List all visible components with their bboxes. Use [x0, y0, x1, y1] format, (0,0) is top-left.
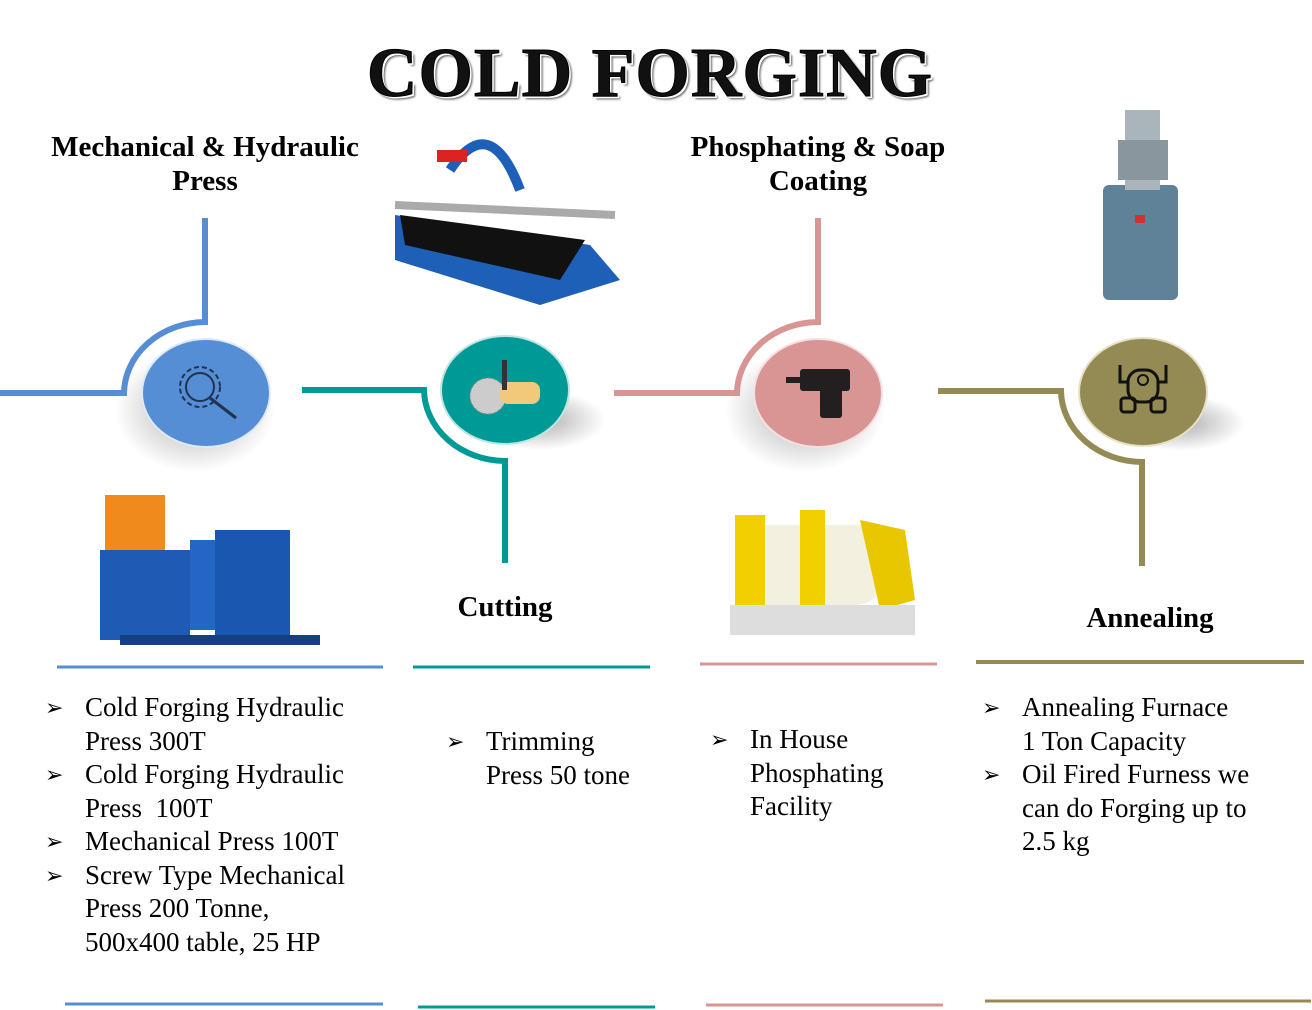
heading-line: Mechanical & Hydraulic: [51, 131, 359, 163]
item-text: Press 100T: [85, 792, 213, 823]
arrow-bullet-icon: ➢: [45, 862, 64, 888]
heading-line: Press: [172, 165, 238, 197]
tile-cutter-image: [394, 139, 620, 305]
annealing-connector: [938, 388, 1145, 566]
item-text: Press 50 tone: [486, 759, 630, 790]
item-text: Facility: [750, 791, 833, 821]
arrow-bullet-icon: ➢: [982, 762, 1001, 787]
item-text: Press 200 Tonne,: [85, 893, 270, 923]
page-title: COLD FORGING: [366, 35, 934, 113]
item-text: can do Forging up to: [1022, 792, 1247, 823]
hydraulic-press-image: [100, 495, 320, 645]
item-text: 2.5 kg: [1022, 826, 1090, 856]
robot-icon: [1078, 337, 1208, 447]
saw-cutter-icon: [440, 335, 570, 445]
item-text: Cold Forging Hydraulic: [85, 692, 344, 722]
item-text: Press 300T: [85, 725, 206, 756]
annealing-furnace-image: [1103, 110, 1178, 300]
arrow-bullet-icon: ➢: [446, 729, 465, 754]
item-text: Cold Forging Hydraulic: [85, 759, 344, 789]
gear-search-icon: [141, 338, 271, 448]
list-item: ➢ Mechanical Press 100T: [45, 825, 385, 859]
arrow-bullet-icon: ➢: [45, 829, 64, 854]
item-text: Annealing Furnace: [1022, 692, 1229, 722]
item-text: Screw Type Mechanical: [85, 859, 346, 890]
item-text: Oil Fired Furness we: [1022, 759, 1250, 789]
heading-line: Coating: [768, 165, 868, 197]
item-text: Trimming: [486, 726, 595, 756]
item-text: Mechanical Press 100T: [85, 826, 339, 856]
phosphating-heading: Phosphating & Soap Coating: [660, 130, 976, 198]
item-text: 500x400 table, 25 HP: [85, 926, 321, 957]
phosphating-drum-image: [730, 510, 915, 635]
arrow-bullet-icon: ➢: [45, 695, 64, 720]
cutting-heading: Cutting: [457, 591, 553, 623]
item-text: 1 Ton Capacity: [1022, 725, 1187, 756]
item-text: In House: [750, 724, 849, 754]
arrow-bullet-icon: ➢: [710, 727, 729, 752]
item-text: Phosphating: [750, 757, 884, 788]
heading-line: Phosphating & Soap: [690, 131, 946, 163]
arrow-bullet-icon: ➢: [982, 695, 1001, 720]
arrow-bullet-icon: ➢: [45, 762, 64, 787]
annealing-heading: Annealing: [1086, 602, 1214, 634]
drill-icon: [753, 338, 883, 448]
press-heading: Mechanical & Hydraulic Press: [30, 130, 380, 198]
cutting-connector: [302, 387, 508, 563]
